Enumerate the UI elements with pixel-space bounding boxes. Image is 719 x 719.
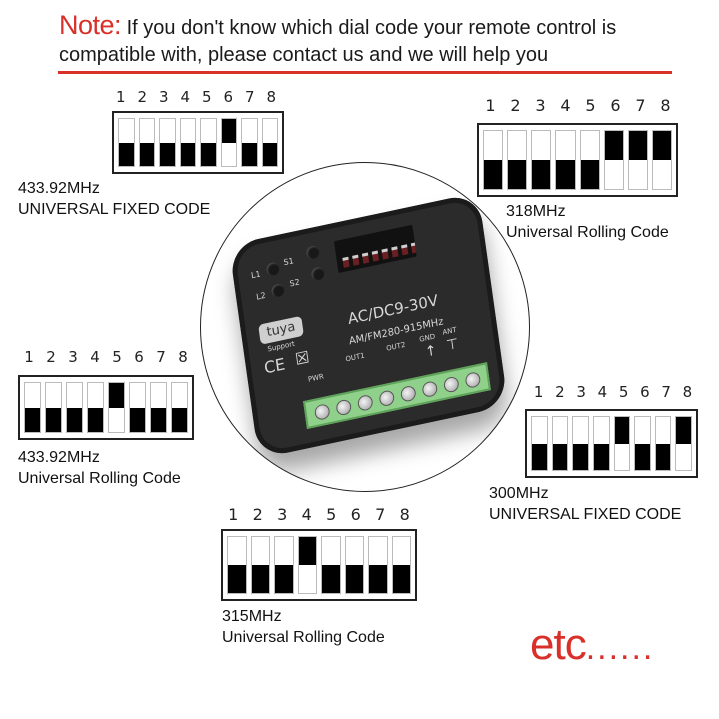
weee-bin-icon: ☒ — [293, 347, 311, 369]
etc-dots: ...... — [585, 629, 655, 667]
label-318-rolling: 318MHz Universal Rolling Code — [506, 201, 669, 243]
dip-switch-block — [112, 111, 284, 174]
led-l2 — [270, 282, 286, 299]
note-label: Note: — [59, 10, 122, 40]
code-type-label: Universal Rolling Code — [222, 629, 385, 646]
label-300-fixed: 300MHz UNIVERSAL FIXED CODE — [489, 483, 681, 525]
code-type-label: UNIVERSAL FIXED CODE — [489, 506, 682, 523]
code-type-label: Universal Rolling Code — [506, 224, 669, 241]
button-s1 — [305, 244, 321, 261]
tuya-logo: tuya — [258, 315, 304, 345]
code-type-label: UNIVERSAL FIXED CODE — [18, 201, 211, 218]
note-underline — [58, 71, 672, 74]
led-l1 — [265, 261, 281, 277]
etc-word: etc — [530, 620, 587, 669]
note-text: If you don't know which dial code your r… — [59, 17, 617, 66]
frequency-label: 318MHz — [506, 203, 566, 220]
device-dip-window — [334, 224, 417, 274]
note-banner: Note: If you don't know which dial code … — [59, 12, 699, 69]
ce-mark: CE — [262, 354, 287, 378]
label-433-rolling: 433.92MHz Universal Rolling Code — [18, 447, 181, 489]
dip-switch-block — [18, 375, 194, 440]
frequency-label: 433.92MHz — [18, 180, 100, 197]
etc-text: etc...... — [530, 621, 654, 672]
frequency-label: 300MHz — [489, 485, 549, 502]
label-315-rolling: 315MHz Universal Rolling Code — [222, 606, 385, 648]
label-s1: S1 — [283, 256, 295, 268]
terminal-block — [303, 362, 491, 430]
code-type-label: Universal Rolling Code — [18, 470, 181, 487]
frequency-label: 433.92MHz — [18, 449, 100, 466]
frequency-label: 315MHz — [222, 608, 282, 625]
label-s2: S2 — [289, 277, 301, 289]
dip-switch-block — [221, 529, 417, 601]
label-433-fixed: 433.92MHz UNIVERSAL FIXED CODE — [18, 178, 210, 220]
dip-switch-block — [525, 409, 698, 478]
device-photo-circle: L1 S1 L2 S2 tuya Support CE ☒ AC/DC9-30V… — [200, 162, 530, 492]
terminal-label-pwr: PWR — [307, 372, 325, 384]
terminal-label-out1: OUT1 — [345, 351, 366, 364]
receiver-device: L1 S1 L2 S2 tuya Support CE ☒ AC/DC9-30V… — [228, 192, 509, 459]
button-s2 — [310, 266, 326, 282]
dip-switch-block — [477, 123, 678, 197]
antenna-icon: ⊤ — [445, 335, 460, 355]
label-l2: L2 — [255, 290, 267, 302]
ground-arrow-icon: ↑ — [424, 342, 438, 361]
terminal-label-out2: OUT2 — [385, 340, 406, 353]
label-l1: L1 — [250, 269, 262, 281]
